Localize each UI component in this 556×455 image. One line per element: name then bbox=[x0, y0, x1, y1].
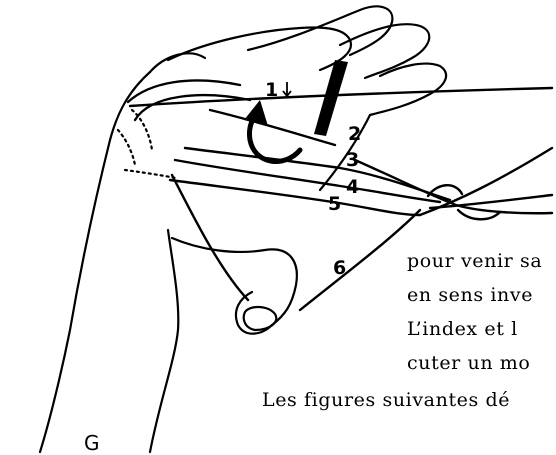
panel-letter: G bbox=[84, 431, 100, 455]
body-text-line-2: en sens inve bbox=[407, 284, 533, 306]
body-text-line-1: pour venir sa bbox=[407, 250, 542, 272]
pointer-slash bbox=[314, 60, 348, 136]
string-label-5: 5 bbox=[328, 193, 341, 215]
body-text-line-4: cuter un mo bbox=[407, 352, 530, 374]
body-text-line-3: L’index et l bbox=[407, 318, 518, 340]
arrowhead-icon bbox=[244, 100, 268, 126]
down-arrow-icon bbox=[283, 82, 291, 96]
string-label-4: 4 bbox=[346, 176, 359, 198]
string-label-1: 1 bbox=[265, 79, 278, 101]
string-label-2: 2 bbox=[348, 123, 361, 145]
body-text-line-5: Les figures suivantes dé bbox=[262, 389, 510, 411]
string-label-6: 6 bbox=[333, 257, 346, 279]
string-label-3: 3 bbox=[346, 149, 359, 171]
hand-outline bbox=[40, 6, 446, 452]
